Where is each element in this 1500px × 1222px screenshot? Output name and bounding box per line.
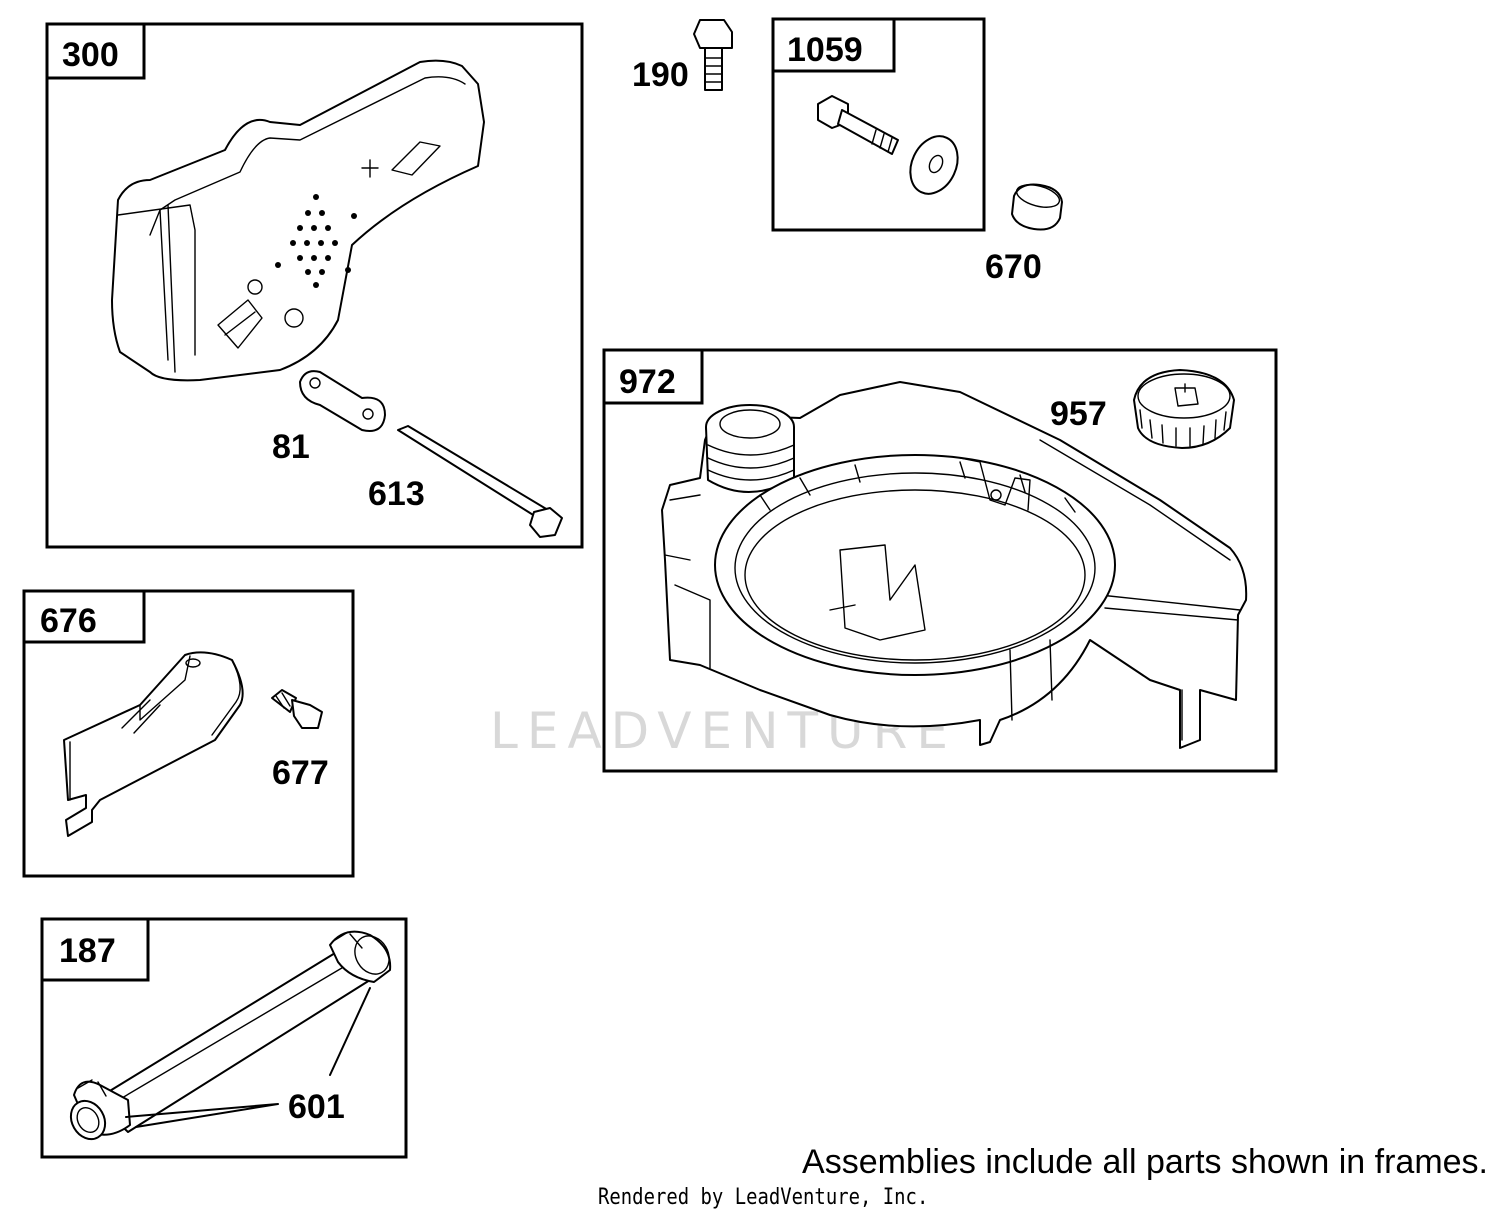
render-credit: Rendered by LeadVenture, Inc. xyxy=(598,1185,929,1210)
gasket-81-part xyxy=(299,370,386,432)
callout-601: 601 xyxy=(288,1088,345,1126)
muffler-part xyxy=(111,59,485,382)
frame-300[interactable]: 300 xyxy=(45,22,584,549)
washer-part xyxy=(909,135,959,195)
fuel-line-part xyxy=(69,930,392,1141)
muffler-guard-part xyxy=(63,651,244,837)
callout-972: 972 xyxy=(619,363,676,401)
fuel-pump-icon xyxy=(1174,383,1199,407)
callout-81: 81 xyxy=(272,428,310,466)
plus-icon xyxy=(361,159,379,178)
callout-1059: 1059 xyxy=(787,31,863,69)
frame-972[interactable]: 972 xyxy=(602,348,1278,773)
callout-957: 957 xyxy=(1050,395,1107,433)
frame-676[interactable]: 676 677 xyxy=(22,589,355,878)
assemblies-note: Assemblies include all parts shown in fr… xyxy=(802,1143,1488,1181)
perforation-dots xyxy=(275,194,357,288)
callout-187: 187 xyxy=(59,932,116,970)
frame-1059[interactable]: 1059 xyxy=(771,17,986,232)
callout-300: 300 xyxy=(62,36,119,74)
callout-677: 677 xyxy=(272,754,329,792)
warning-icon xyxy=(217,299,263,349)
callout-670: 670 xyxy=(985,248,1042,286)
screw-677-part xyxy=(271,689,323,729)
fuel-cap-957-part xyxy=(1133,369,1235,449)
spacer-670-part xyxy=(1011,183,1063,231)
shoulder-bolt-part xyxy=(817,95,899,155)
logo-icon xyxy=(391,141,441,176)
callout-613: 613 xyxy=(368,475,425,513)
callout-190: 190 xyxy=(632,56,689,94)
stud-613-part xyxy=(397,425,563,538)
callout-676: 676 xyxy=(40,602,97,640)
frame-187[interactable]: 187 601 xyxy=(40,917,408,1159)
fuel-tank-part xyxy=(661,381,1248,749)
bolt-190-part xyxy=(693,19,733,91)
